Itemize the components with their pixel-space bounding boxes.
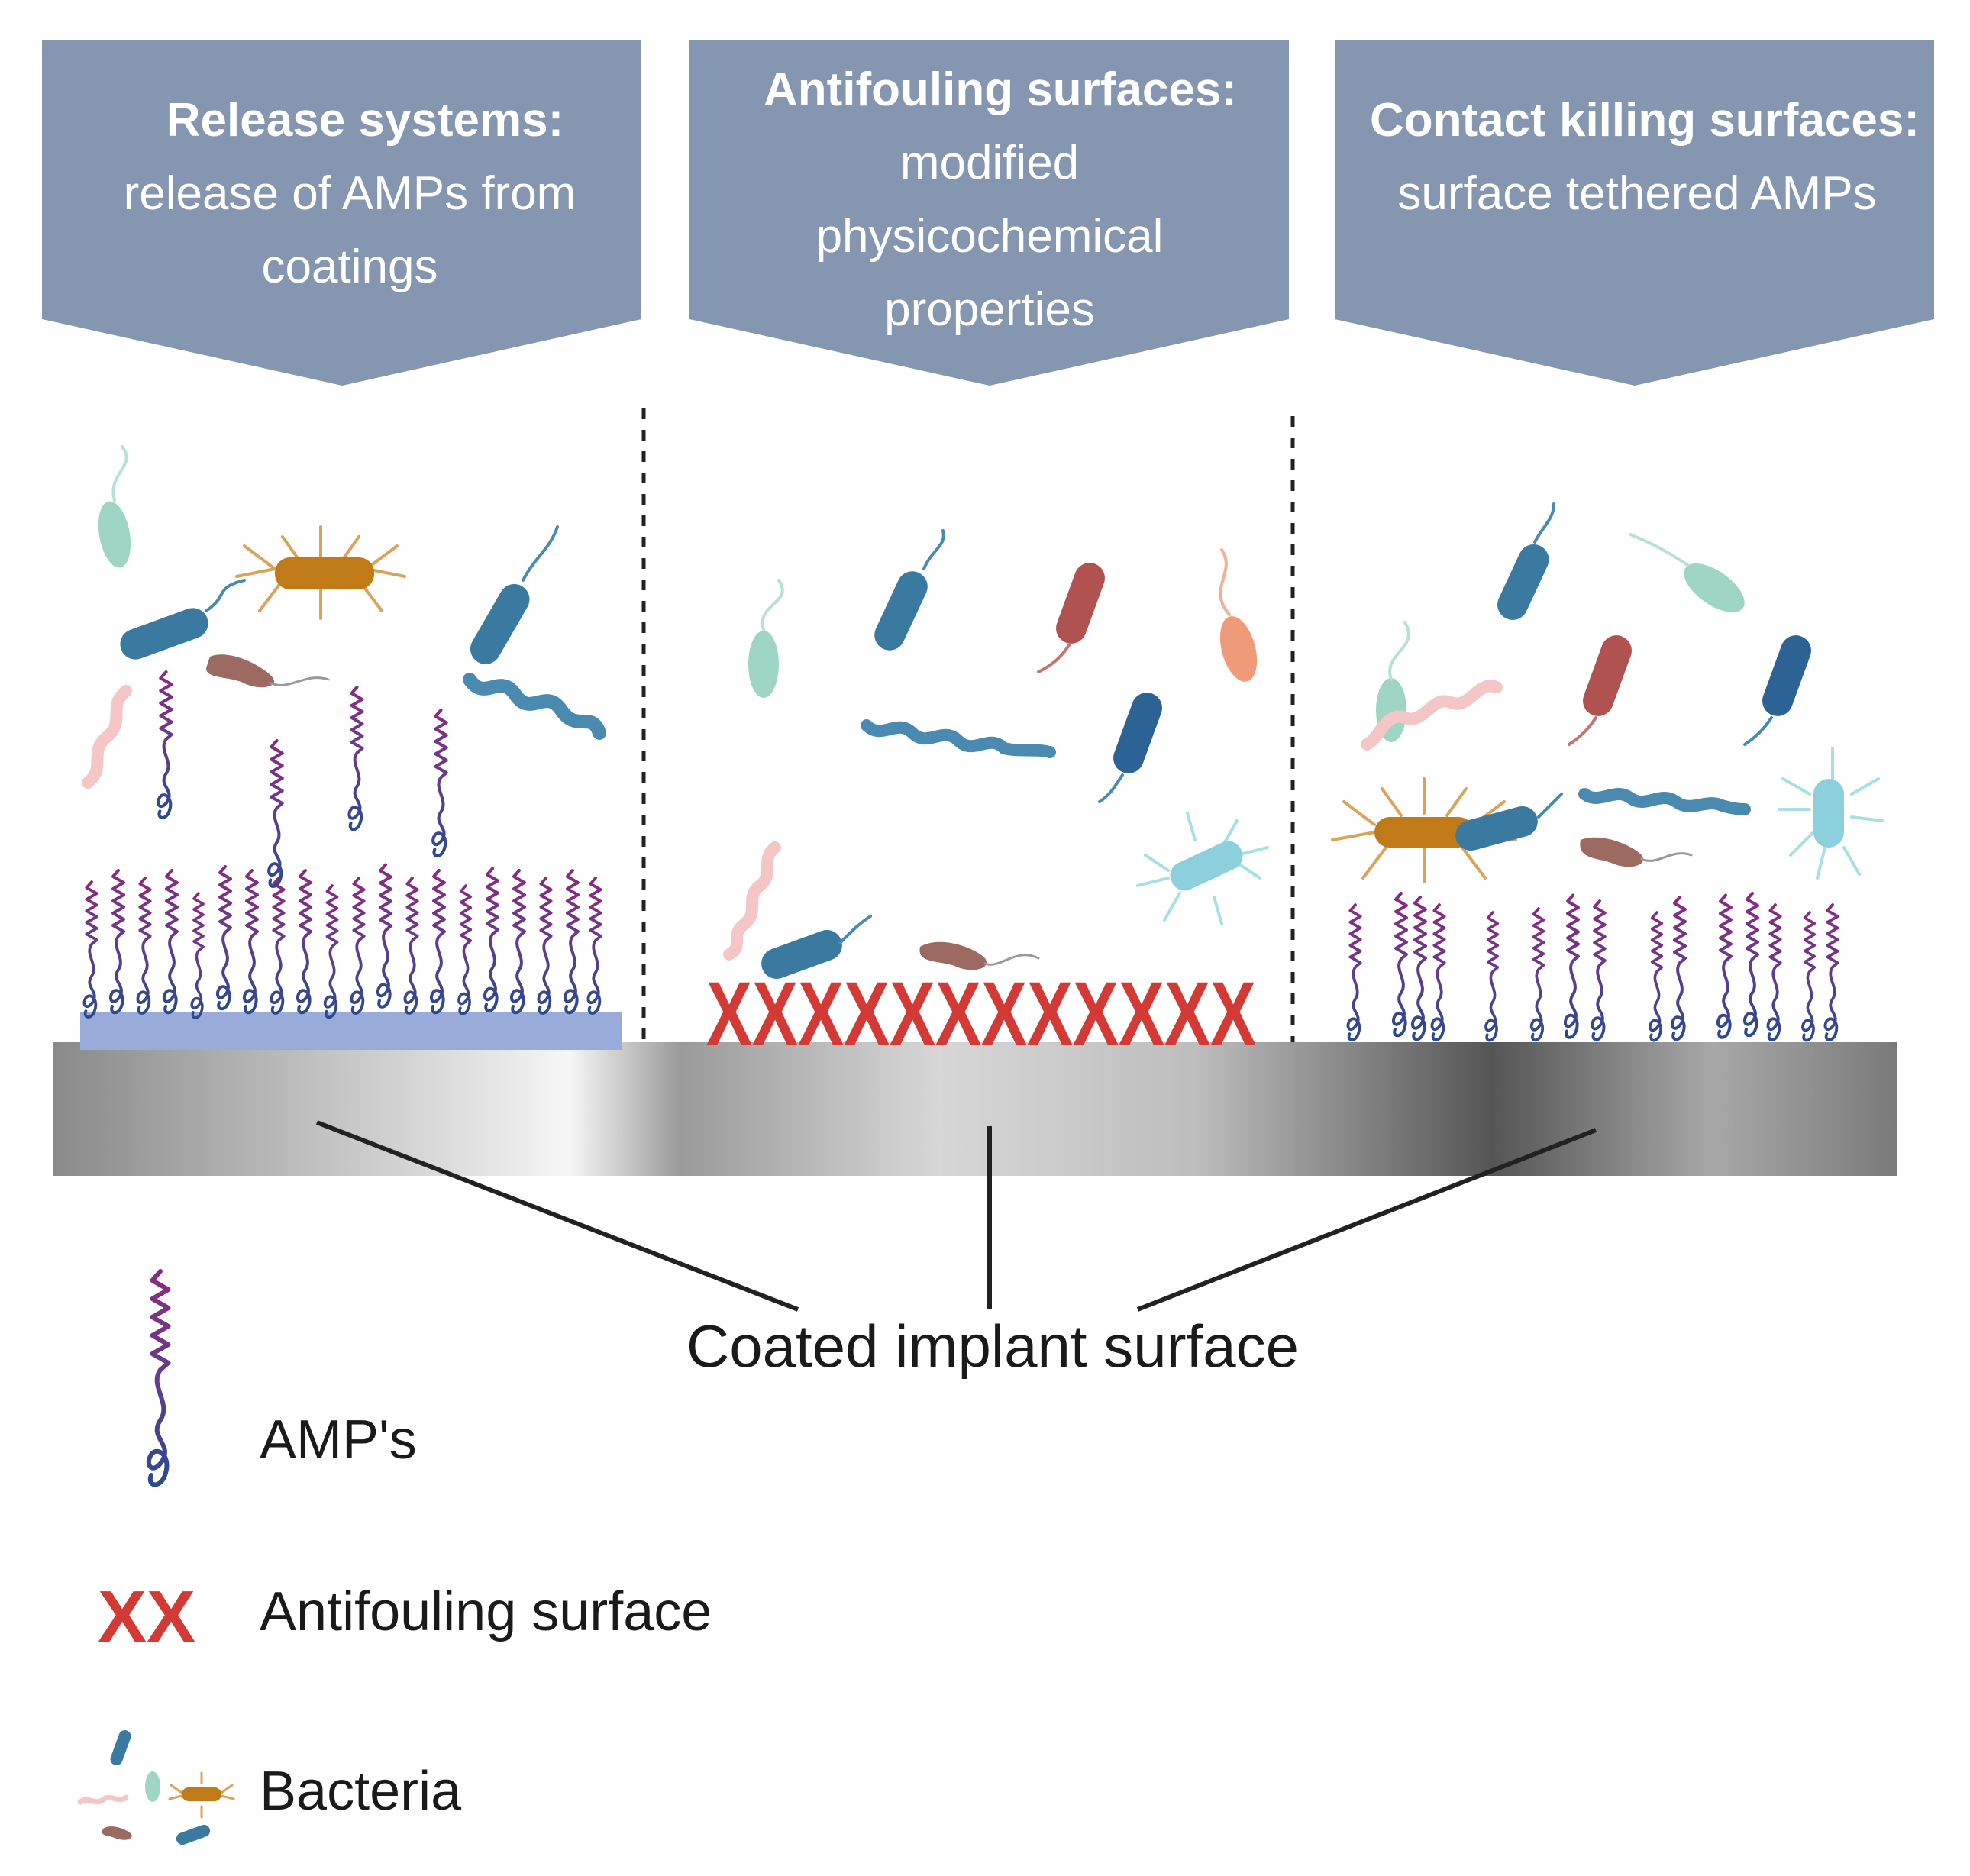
legend-amp-icon — [149, 1271, 169, 1484]
panel-banner-contact-killing: Contact killing surfaces: surface tether… — [1335, 40, 1934, 386]
panel-description-line: modified — [900, 137, 1079, 189]
bacterium-spirillum — [82, 685, 132, 789]
panel-title: Contact killing surfaces: — [1370, 94, 1920, 147]
legend-antifouling-label: Antifouling surface — [260, 1581, 712, 1642]
bacterium — [1583, 635, 1632, 716]
bacterium — [1684, 563, 1745, 612]
panel-banner-release: Release systems: release of AMPs from co… — [42, 40, 641, 386]
release-coating-layer — [80, 1012, 622, 1050]
bacterium — [1455, 806, 1538, 851]
bacterium — [748, 631, 779, 698]
panel-description-line: surface tethered AMPs — [1397, 167, 1876, 220]
banner-shape — [42, 40, 641, 386]
panel-description-line: release of AMPs from — [124, 167, 576, 220]
bacterium — [761, 930, 842, 979]
bacterium — [120, 608, 208, 660]
bacteria-cluster-antifouling — [723, 529, 1269, 979]
release-amp-brush — [82, 865, 602, 1019]
panel-description-line: coatings — [262, 241, 438, 293]
bacterium-spirillum — [723, 841, 781, 961]
bacteria-cluster-release — [82, 445, 606, 789]
bacterium — [98, 501, 131, 568]
panel-title: Release systems: — [166, 94, 564, 147]
bacterium — [206, 654, 275, 688]
banner-shape — [1335, 40, 1934, 386]
implant-surface-bar — [53, 1042, 1897, 1176]
bacterium — [1762, 635, 1811, 716]
bacterium-spirillum — [463, 673, 606, 740]
panel-banner-antifouling: Antifouling surfaces: modified physicoch… — [690, 40, 1289, 386]
bacterium — [919, 941, 987, 970]
bacterium — [1497, 544, 1549, 620]
tethered-amp-brush — [1346, 893, 1839, 1042]
antifouling-x-marks: XXXXXXXXXXXX — [706, 964, 1256, 1064]
legend-bacteria-label: Bacteria — [260, 1761, 462, 1822]
bacterium-spirillum — [1361, 680, 1503, 751]
bacterium — [1113, 693, 1162, 773]
bacterium-spirillum — [1578, 788, 1751, 815]
bacterium — [1219, 616, 1258, 682]
legend: AMP's XX Antifouling surface Bacteria — [77, 1271, 712, 1845]
bacteria-cluster-contact-killing — [1331, 502, 1884, 883]
bacterium-fimbriated — [235, 525, 406, 620]
panel-title: Antifouling surfaces: — [764, 63, 1237, 116]
bacterium — [1056, 563, 1105, 644]
bacterium-spirillum — [861, 719, 1056, 758]
surface-connectors — [315, 1120, 1597, 1312]
banner-shape — [690, 40, 1289, 386]
panel-description-line: physicochemical — [816, 210, 1164, 263]
bacterium-fimbriated — [1331, 777, 1517, 883]
bacterium — [1580, 837, 1643, 867]
legend-antifouling-symbol: XX — [98, 1576, 195, 1658]
bacterium — [874, 571, 928, 651]
bacterium-fimbriated — [1778, 747, 1884, 880]
panel-description-line: properties — [884, 283, 1095, 336]
released-amps — [158, 672, 447, 886]
surface-caption: Coated implant surface — [686, 1313, 1299, 1380]
legend-bacteria-icon — [77, 1729, 235, 1845]
bacterium — [470, 583, 530, 664]
bacterium-fimbriated — [1136, 812, 1269, 925]
legend-amp-label: AMP's — [260, 1409, 417, 1471]
